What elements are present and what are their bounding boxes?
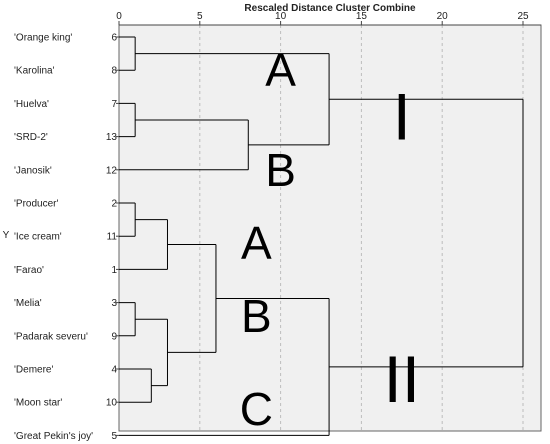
x-axis: 0 5 10 15 20 25	[116, 11, 541, 26]
case-number: 1	[111, 265, 117, 276]
leaf-label: 'Moon star'	[14, 398, 62, 409]
case-number: 3	[111, 298, 117, 309]
case-number: 2	[111, 199, 117, 210]
x-tick-label: 20	[437, 11, 449, 22]
case-number: 13	[106, 132, 118, 143]
leaf-label: 'Producer'	[14, 199, 58, 210]
leaf-label: 'Ice cream'	[14, 232, 62, 243]
case-number: 12	[106, 165, 118, 176]
case-number: 4	[111, 365, 117, 376]
cluster-annotation: II	[383, 342, 420, 416]
x-tick-label: 25	[517, 11, 529, 22]
leaf-label: 'Demere'	[14, 365, 53, 376]
chart-title: Rescaled Distance Cluster Combine	[244, 3, 416, 14]
case-number: 10	[106, 398, 118, 409]
leaf-label: 'Orange king'	[14, 33, 72, 44]
leaf-label: 'Padarak severu'	[14, 331, 88, 342]
cluster-annotation: B	[241, 290, 272, 342]
cluster-annotation: A	[265, 44, 296, 96]
leaf-labels: 'Orange king' 6 'Karolina' 8 'Huelva' 7 'SRD-2…	[14, 33, 119, 442]
case-number: 5	[111, 431, 117, 442]
leaf-label: 'SRD-2'	[14, 132, 48, 143]
leaf-label: 'Melia'	[14, 298, 42, 309]
plot-area	[118, 24, 542, 432]
case-number: 11	[107, 232, 118, 243]
x-tick-label: 15	[356, 11, 368, 22]
x-tick-label: 10	[275, 11, 287, 22]
leaf-label: 'Huelva'	[14, 99, 49, 110]
cluster-annotation: A	[241, 217, 272, 269]
case-number: 8	[111, 66, 117, 77]
case-number: 7	[111, 99, 117, 110]
leaf-label: 'Great Pekin's joy'	[14, 431, 93, 442]
x-tick-label: 5	[197, 11, 203, 22]
x-tick-label: 0	[116, 11, 122, 22]
cluster-annotation: C	[240, 383, 273, 435]
cluster-annotation: I	[393, 80, 411, 154]
y-axis-label: Y	[3, 230, 10, 241]
cluster-annotation: B	[265, 144, 296, 196]
dendrogram-branches	[119, 36, 524, 436]
leaf-label: 'Karolina'	[14, 66, 55, 77]
leaf-label: 'Farao'	[14, 265, 44, 276]
case-number: 6	[111, 33, 117, 44]
leaf-label: 'Janosik'	[14, 165, 52, 176]
case-number: 9	[111, 331, 117, 342]
